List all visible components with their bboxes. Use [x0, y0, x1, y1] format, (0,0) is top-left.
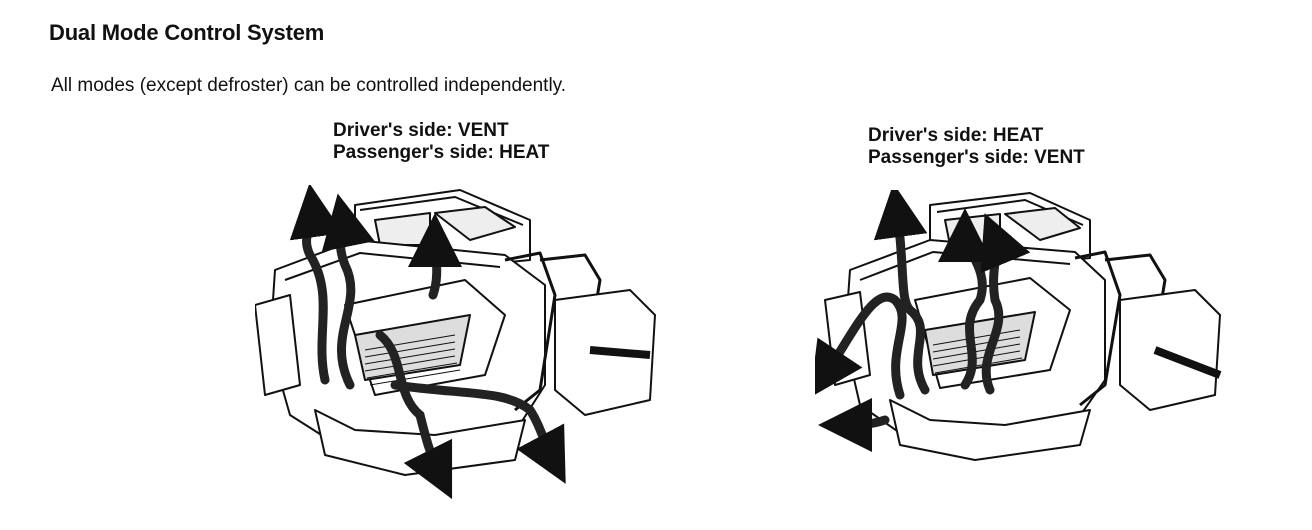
hvac-diagram-left: [255, 185, 656, 500]
page-subtitle: All modes (except defroster) can be cont…: [51, 75, 567, 96]
caption-right-line2: Passenger's side: VENT: [868, 147, 1085, 168]
caption-right: Driver's side: HEAT Passenger's side: VE…: [868, 125, 1085, 169]
caption-right-line1: Driver's side: HEAT: [868, 125, 1044, 146]
caption-left-line1: Driver's side: VENT: [333, 120, 509, 141]
page-title: Dual Mode Control System: [49, 20, 325, 45]
airflow-arrows-right: [815, 190, 1031, 452]
caption-left: Driver's side: VENT Passenger's side: HE…: [333, 120, 549, 164]
hvac-diagram-right: [815, 190, 1222, 461]
airflow-arrows-left: [289, 185, 566, 500]
caption-left-line2: Passenger's side: HEAT: [333, 142, 550, 163]
hvac-unit-left: [255, 189, 656, 476]
